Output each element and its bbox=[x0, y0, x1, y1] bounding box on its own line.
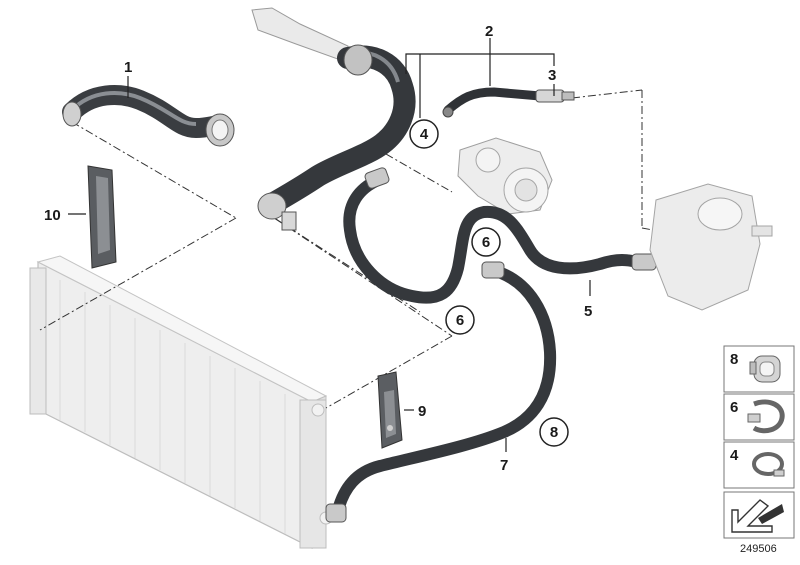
part-6-hose bbox=[343, 167, 657, 304]
document-number: 249506 bbox=[740, 543, 777, 555]
legend-item-6: 6 bbox=[723, 393, 795, 441]
legend-arrow-box bbox=[723, 491, 795, 539]
callout-2: 2 bbox=[485, 23, 493, 40]
circled-callout-6-lower: 6 bbox=[445, 305, 475, 335]
part-10-bracket bbox=[87, 165, 117, 269]
hose-clip-icon bbox=[747, 399, 785, 434]
hose-clamp-spring-icon bbox=[749, 355, 781, 383]
callout-7: 7 bbox=[500, 457, 508, 474]
legend-item-4: 4 bbox=[723, 441, 795, 489]
legend-item-8: 8 bbox=[723, 345, 795, 393]
callout-1: 1 bbox=[124, 59, 132, 76]
circled-8-label: 8 bbox=[550, 424, 558, 441]
assembly-arrow-icon bbox=[731, 499, 784, 533]
circled-callout-4: 4 bbox=[409, 119, 439, 149]
circled-6-lower-label: 6 bbox=[456, 312, 464, 329]
part-1-upper-hose bbox=[62, 85, 235, 147]
callout-5: 5 bbox=[584, 303, 592, 320]
part-9-bracket bbox=[377, 371, 403, 449]
thermostat-pipe-hose bbox=[251, 7, 416, 231]
callout-3: 3 bbox=[548, 67, 556, 84]
part-2-3-small-hose bbox=[442, 87, 575, 118]
circled-4-label: 4 bbox=[420, 126, 429, 143]
legend-item-4-num: 4 bbox=[730, 447, 739, 464]
band-clamp-icon bbox=[752, 452, 785, 477]
circled-callout-8: 8 bbox=[539, 417, 569, 447]
circled-6-upper-label: 6 bbox=[482, 234, 490, 251]
callout-10: 10 bbox=[44, 207, 61, 224]
callout-9: 9 bbox=[418, 403, 426, 420]
circled-callout-6-upper: 6 bbox=[471, 227, 501, 257]
legend-item-8-num: 8 bbox=[730, 351, 738, 368]
legend: 8 6 4 bbox=[723, 345, 795, 539]
water-pump bbox=[457, 137, 553, 215]
radiator bbox=[29, 255, 333, 549]
part-7-lower-hose bbox=[325, 261, 557, 523]
expansion-tank bbox=[649, 183, 773, 311]
legend-item-6-num: 6 bbox=[730, 399, 738, 416]
callout-leaders bbox=[68, 38, 591, 452]
